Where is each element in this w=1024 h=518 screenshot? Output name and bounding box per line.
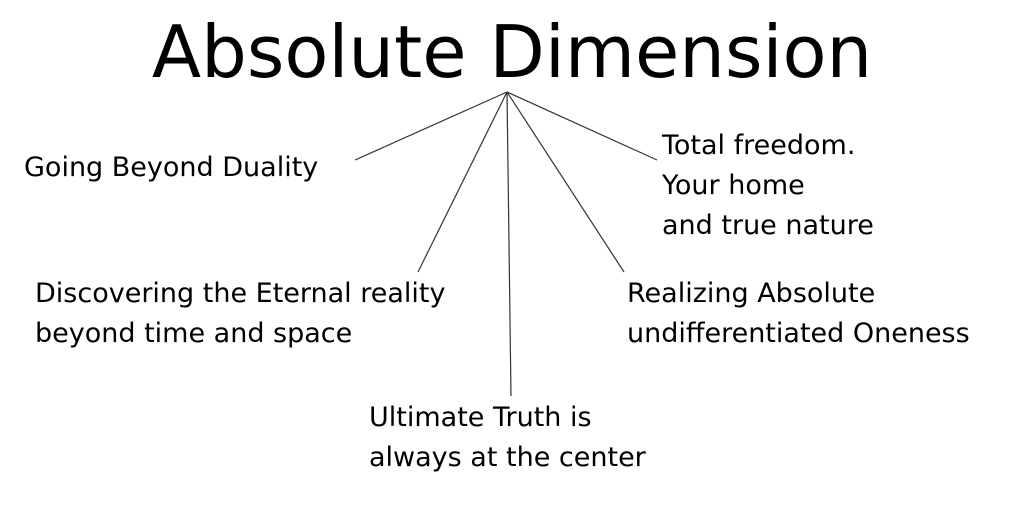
node-realizing-absolute-oneness: Realizing Absolute undifferentiated Onen… bbox=[627, 274, 970, 354]
connector-freedom bbox=[506, 91, 658, 161]
connector-duality bbox=[354, 91, 508, 161]
node-ultimate-truth: Ultimate Truth is always at the center bbox=[369, 398, 646, 478]
node-line: Ultimate Truth is bbox=[369, 402, 592, 433]
node-line: Discovering the Eternal reality bbox=[35, 278, 446, 309]
node-line: and true nature bbox=[662, 210, 874, 241]
node-line: Realizing Absolute bbox=[627, 278, 876, 309]
node-line: Going Beyond Duality bbox=[24, 152, 319, 183]
node-line: undifferentiated Oneness bbox=[627, 318, 970, 349]
diagram-title: Absolute Dimension bbox=[151, 10, 873, 94]
connector-oneness bbox=[506, 91, 625, 273]
node-line: Your home bbox=[662, 170, 805, 201]
node-discovering-eternal-reality: Discovering the Eternal reality beyond t… bbox=[35, 274, 446, 354]
connector-eternal bbox=[417, 91, 508, 273]
node-line: Total freedom. bbox=[662, 130, 856, 161]
connector-truth bbox=[506, 91, 512, 397]
node-line: beyond time and space bbox=[35, 318, 353, 349]
node-line: always at the center bbox=[369, 442, 646, 473]
node-going-beyond-duality: Going Beyond Duality bbox=[24, 148, 318, 188]
node-total-freedom: Total freedom. Your home and true nature bbox=[662, 126, 874, 246]
